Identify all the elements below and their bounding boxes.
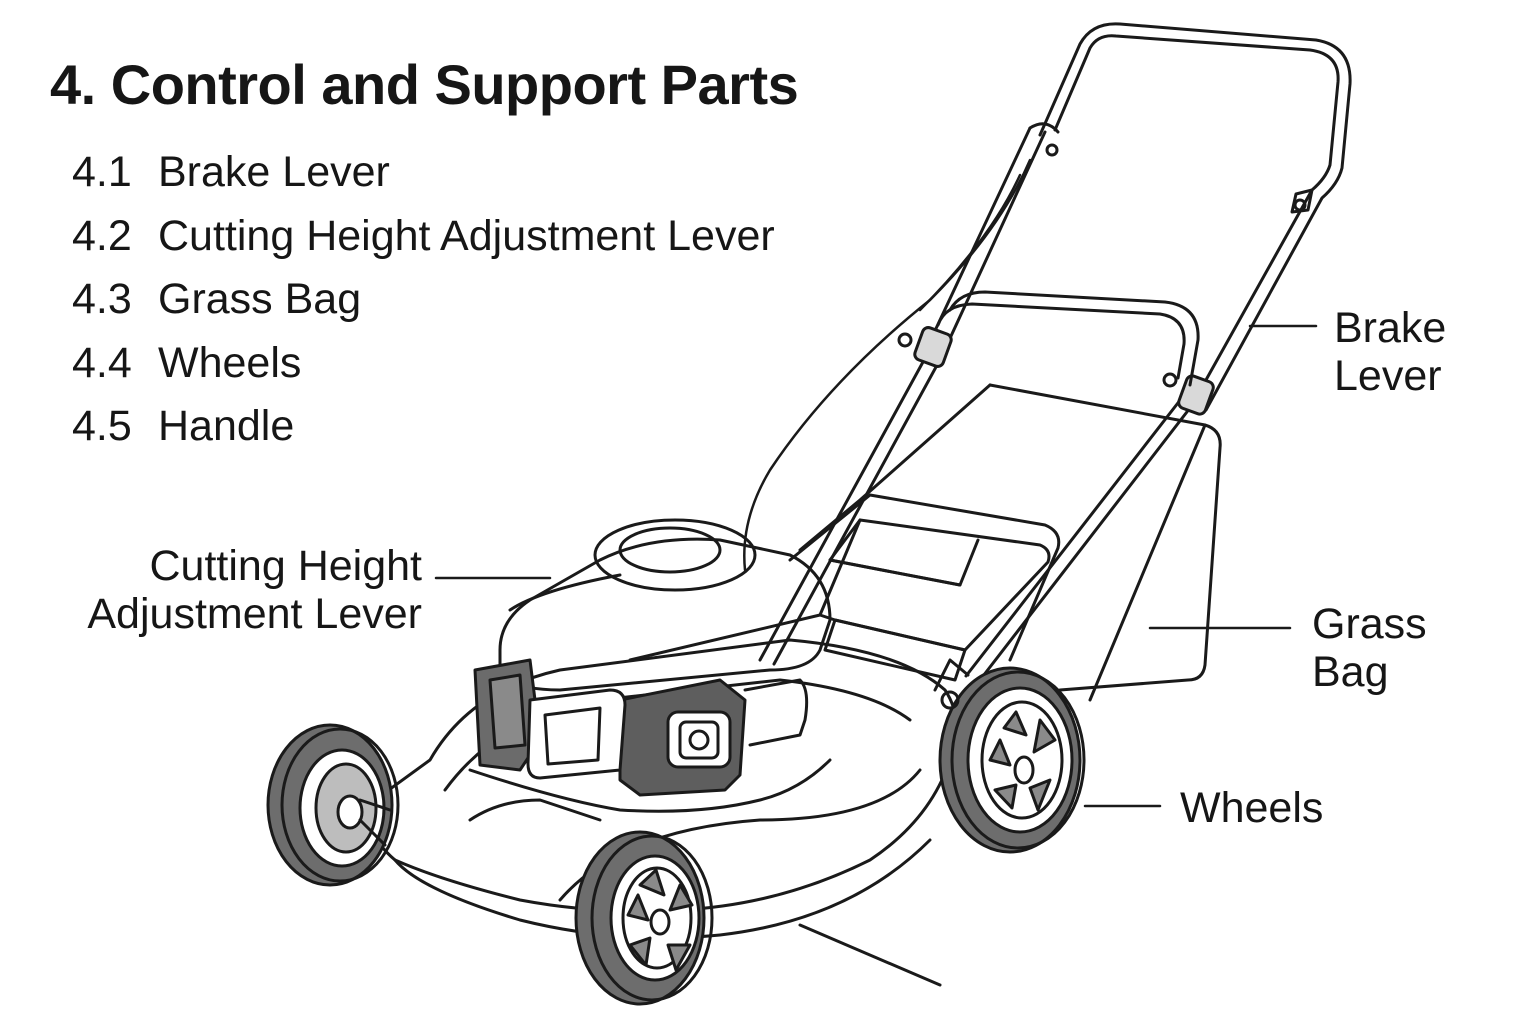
callout-line: Bag (1312, 648, 1389, 696)
front-left-wheel (266, 723, 400, 887)
handle (923, 22, 1352, 412)
parts-list: 4.1 Brake Lever 4.2 Cutting Height Adjustm… (72, 146, 775, 464)
list-item-label: Cutting Height Adjustment Lever (158, 211, 775, 260)
list-item-label: Brake Lever (158, 148, 390, 196)
list-item-number: 4.4 (72, 338, 132, 387)
list-item-number: 4.2 (72, 211, 132, 260)
front-right-wheel (574, 830, 714, 1006)
brake-cable (743, 158, 1032, 572)
callout-wheels: Wheels (1180, 784, 1323, 832)
list-item-label: Grass Bag (158, 275, 362, 323)
callout-grass-bag: Grass Bag (1312, 600, 1427, 696)
engine (468, 518, 832, 813)
list-item-number: 4.3 (72, 275, 132, 323)
page-title: 4. Control and Support Parts (50, 53, 799, 116)
callout-cutting-height: Cutting Height Adjustment Lever (60, 542, 422, 638)
list-item-label: Wheels (158, 338, 302, 387)
list-item: 4.5 Handle (72, 400, 775, 464)
list-item: 4.3 Grass Bag (72, 273, 775, 337)
callout-line: Brake (1334, 304, 1447, 352)
list-item-label: Handle (158, 402, 295, 450)
callout-line: Adjustment Lever (87, 590, 422, 638)
callout-line: Lever (1334, 352, 1442, 400)
callout-line: Wheels (1180, 784, 1324, 832)
list-item: 4.4 Wheels (72, 337, 775, 401)
list-item: 4.2 Cutting Height Adjustment Lever (72, 210, 775, 274)
rear-flap (788, 493, 1061, 682)
rear-wheel (933, 658, 1162, 854)
callout-line: Grass (1312, 600, 1427, 648)
lower-handle-bars (758, 326, 1215, 682)
callout-line: Cutting Height (149, 542, 423, 590)
list-item: 4.1 Brake Lever (72, 146, 775, 210)
list-item-number: 4.1 (72, 148, 132, 196)
callout-brake-lever: Brake Lever (1334, 304, 1446, 400)
list-item-number: 4.5 (72, 402, 132, 450)
grass-bag (798, 290, 1292, 702)
